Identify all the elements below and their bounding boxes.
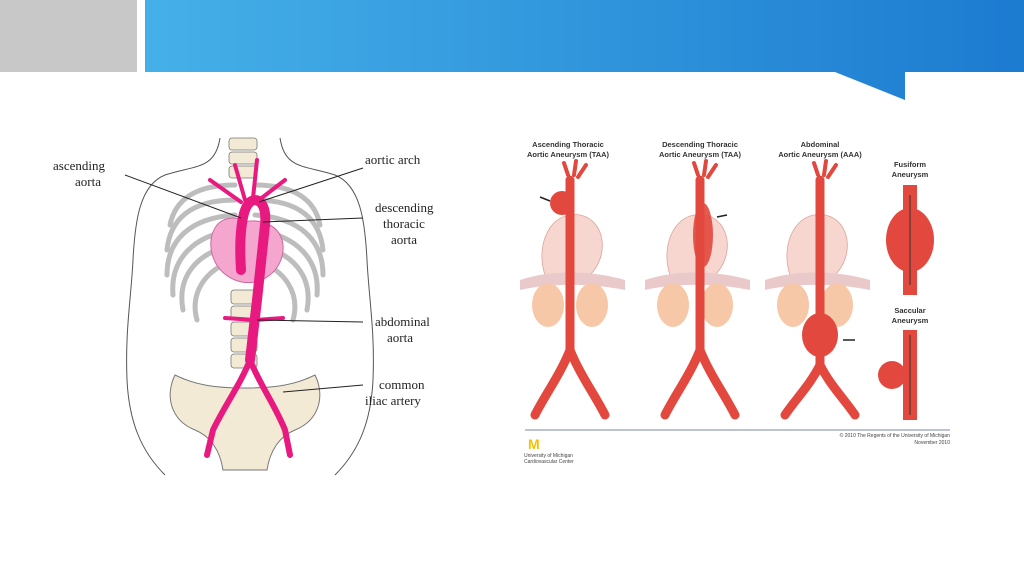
aorta-anatomy-figure: ascending aorta aortic arch descending t… [53, 137, 434, 476]
fusiform-title-line1: Fusiform [894, 160, 926, 169]
svg-text:iliac artery: iliac artery [365, 393, 421, 408]
saccular-aneurysm [878, 330, 917, 420]
label-abdominal-2: aorta [387, 330, 413, 345]
svg-text:ascending: ascending [53, 158, 105, 173]
copyright-line-1: © 2010 The Regents of the University of … [840, 432, 951, 439]
svg-text:Aortic Aneurysm (TAA): Aortic Aneurysm (TAA) [659, 150, 742, 159]
aneurysm-types-figure: Ascending Thoracic Aortic Aneurysm (TAA)… [520, 140, 951, 465]
svg-text:common: common [379, 377, 425, 392]
svg-text:Ascending Thoracic: Ascending Thoracic [532, 140, 604, 149]
panel2-title-line2: Aortic Aneurysm (TAA) [659, 150, 742, 159]
logo-caption-1: University of Michigan [524, 453, 573, 459]
svg-text:Aneurysm: Aneurysm [892, 316, 929, 325]
label-iliac-2: iliac artery [365, 393, 421, 408]
svg-text:Aortic Aneurysm (AAA): Aortic Aneurysm (AAA) [778, 150, 862, 159]
svg-text:Aneurysm: Aneurysm [892, 170, 929, 179]
label-aortic-arch: aortic arch [365, 152, 421, 167]
svg-text:Abdominal: Abdominal [801, 140, 840, 149]
svg-text:Descending Thoracic: Descending Thoracic [662, 140, 738, 149]
svg-text:descending: descending [375, 200, 434, 215]
saccular-title-line2: Aneurysm [892, 316, 929, 325]
copyright-line-2: November 2010 [914, 440, 950, 446]
fusiform-title-line2: Aneurysm [892, 170, 929, 179]
svg-text:aorta: aorta [391, 232, 417, 247]
svg-text:Aortic Aneurysm (TAA): Aortic Aneurysm (TAA) [527, 150, 610, 159]
svg-text:Saccular: Saccular [894, 306, 925, 315]
header-grey-block [0, 0, 137, 72]
pelvis [169, 374, 321, 471]
panel2-title-line1: Descending Thoracic [662, 140, 738, 149]
svg-text:November 2010: November 2010 [914, 440, 950, 446]
svg-text:abdominal: abdominal [375, 314, 430, 329]
umich-logo [526, 433, 548, 451]
fusiform-aneurysm [886, 185, 934, 295]
panel-abdominal [765, 159, 870, 420]
label-descending-2: thoracic [383, 216, 425, 231]
panel-ascending [520, 159, 625, 420]
label-descending-3: aorta [391, 232, 417, 247]
aorta [204, 158, 293, 458]
logo-caption-2: Cardiovascular Center [524, 459, 574, 465]
svg-text:Fusiform: Fusiform [894, 160, 926, 169]
label-ascending-1: ascending [53, 158, 105, 173]
svg-text:thoracic: thoracic [383, 216, 425, 231]
svg-text:© 2010 The Regents of the Univ: © 2010 The Regents of the University of … [840, 432, 951, 439]
svg-text:aorta: aorta [75, 174, 101, 189]
panel1-title-line1: Ascending Thoracic [532, 140, 604, 149]
label-ascending-2: aorta [75, 174, 101, 189]
svg-text:aortic arch: aortic arch [365, 152, 421, 167]
heart [210, 217, 284, 284]
panel3-title-line2: Aortic Aneurysm (AAA) [778, 150, 862, 159]
umich-logo-letter: M [528, 436, 540, 452]
header-blue-band [145, 0, 1024, 100]
panel-descending [645, 159, 750, 420]
saccular-title-line1: Saccular [894, 306, 925, 315]
panel3-title-line1: Abdominal [801, 140, 840, 149]
svg-text:University of Michigan: University of Michigan [524, 453, 573, 459]
body-outline [126, 137, 221, 476]
svg-text:aorta: aorta [387, 330, 413, 345]
svg-text:Cardiovascular Center: Cardiovascular Center [524, 459, 574, 465]
panel1-title-line2: Aortic Aneurysm (TAA) [527, 150, 610, 159]
svg-text:M: M [528, 436, 540, 452]
label-descending-1: descending [375, 200, 434, 215]
label-abdominal-1: abdominal [375, 314, 430, 329]
label-iliac-1: common [379, 377, 425, 392]
